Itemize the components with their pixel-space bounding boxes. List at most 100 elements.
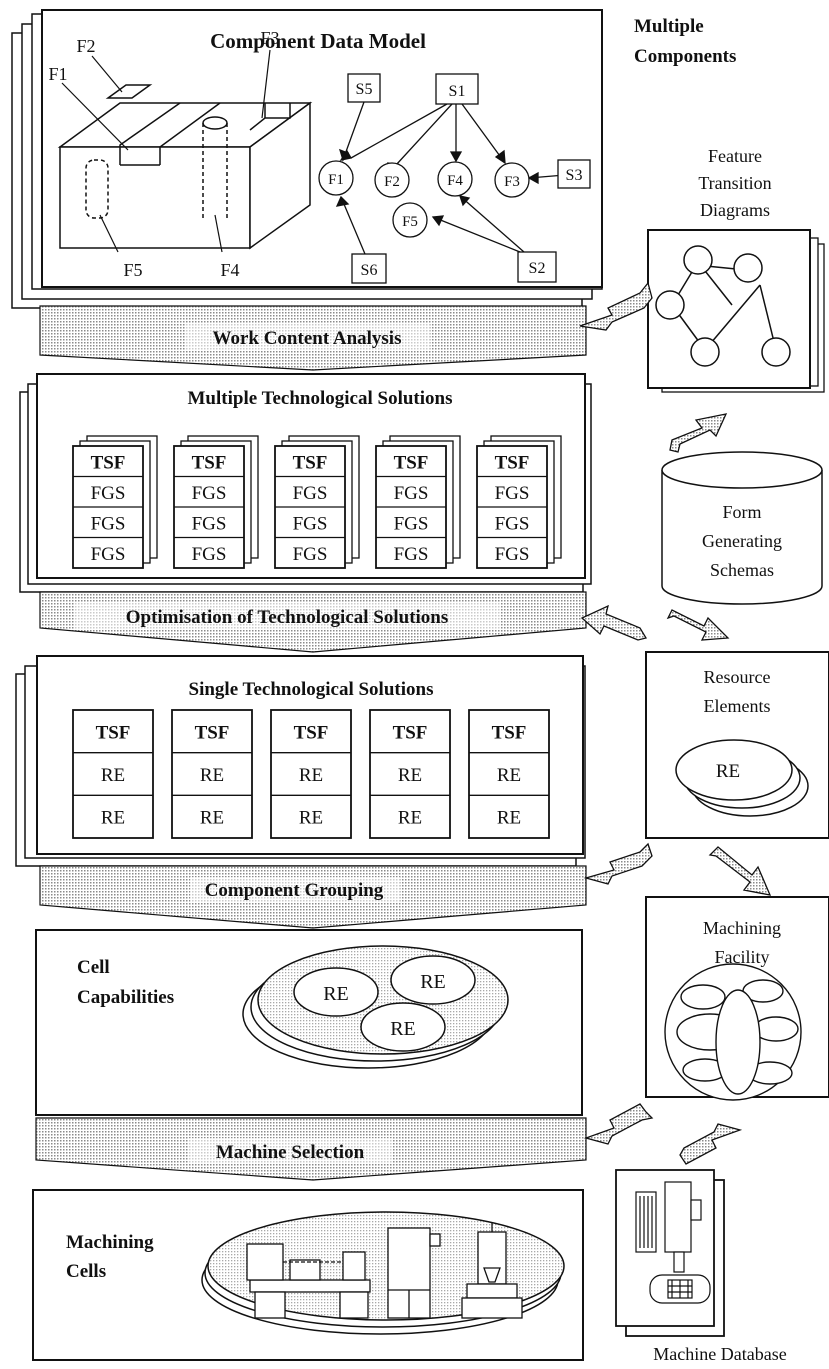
sts-row: RE xyxy=(497,808,521,829)
machining-facility-box: Machining Facility xyxy=(645,896,829,1101)
multiple-solutions-panel: Multiple Technological Solutions TSFFGSF… xyxy=(19,373,592,593)
resource-elements-line2: Elements xyxy=(704,696,771,716)
feature-transition-diagram xyxy=(647,229,825,393)
cell-re-1: RE xyxy=(323,983,349,1005)
graph-f4: F4 xyxy=(447,173,463,189)
mts-row: FGS xyxy=(293,483,328,504)
sts-head: TSF xyxy=(492,722,527,743)
mts-head: TSF xyxy=(495,452,530,473)
graph-f5: F5 xyxy=(402,214,418,230)
sts-row: RE xyxy=(299,765,323,786)
sts-row: RE xyxy=(101,808,125,829)
machining-facility-line2: Facility xyxy=(715,947,770,967)
component-data-model-panel: Component Data Model xyxy=(11,9,603,309)
feature-callouts xyxy=(61,49,271,253)
connector-arrows xyxy=(579,281,772,1165)
mts-cards: TSF FGS FGS FGS TSF FGS FGS FGS TSF FGS FGS FGS TSF F… xyxy=(72,435,562,569)
stage-machine-selection-label: Machine Selection xyxy=(216,1142,365,1163)
sts-card: TSF RE RE xyxy=(171,709,253,839)
sts-row: RE xyxy=(398,765,422,786)
single-solutions-title: Single Technological Solutions xyxy=(189,679,434,700)
sts-head: TSF xyxy=(294,722,329,743)
sts-card: TSF RE RE xyxy=(270,709,352,839)
mts-row: FGS xyxy=(394,483,429,504)
single-solutions-panel: Single Technological Solutions TSFRERETS… xyxy=(15,655,586,867)
mts-card: TSF FGS FGS FGS xyxy=(476,435,562,569)
machining-cells-panel: Machining Cells xyxy=(32,1189,584,1361)
sts-cards: TSF RE RE TSF RE RE TSF RE RE TSF RE RE TSF RE RE xyxy=(72,709,550,839)
cell-label-line1: Cell xyxy=(77,957,110,978)
stage-optimisation-label: Optimisation of Technological Solutions xyxy=(126,607,449,628)
sts-row: RE xyxy=(200,765,224,786)
resource-elements-box: Resource Elements RE xyxy=(645,651,829,839)
machine-database-icon xyxy=(615,1169,725,1337)
sts-row: RE xyxy=(101,765,125,786)
machining-facility-line1: Machining xyxy=(703,918,781,938)
mts-row: FGS xyxy=(495,483,530,504)
machining-center-icon xyxy=(387,1227,441,1319)
cell-label-line2: Capabilities xyxy=(77,987,174,1008)
graph-f3: F3 xyxy=(504,174,520,190)
mts-row: FGS xyxy=(192,483,227,504)
mts-row: FGS xyxy=(91,513,126,534)
feature-label-f2: F2 xyxy=(76,36,95,56)
schema-s3: S3 xyxy=(566,167,583,184)
schema-graph xyxy=(318,73,591,284)
mts-row: FGS xyxy=(394,544,429,565)
cell-re-3: RE xyxy=(390,1018,416,1040)
mts-row: FGS xyxy=(495,544,530,565)
sts-row: RE xyxy=(398,808,422,829)
sts-row: RE xyxy=(497,765,521,786)
mts-row: FGS xyxy=(394,513,429,534)
vertical-mill-icon xyxy=(461,1222,523,1319)
stage-arrow-machine-selection: Machine Selection xyxy=(35,1117,587,1181)
multiple-components-line2: Components xyxy=(634,46,736,67)
stage-grouping-label: Component Grouping xyxy=(205,880,384,901)
form-generating-line2: Generating xyxy=(702,531,782,551)
mts-head: TSF xyxy=(293,452,328,473)
mts-row: FGS xyxy=(91,483,126,504)
sts-card: TSF RE RE xyxy=(468,709,550,839)
stage-arrow-work-content: Work Content Analysis xyxy=(39,305,587,371)
stage-arrow-grouping: Component Grouping xyxy=(39,865,587,929)
form-generating-schemas-cylinder: Form Generating Schemas xyxy=(661,451,823,605)
cell-re-2: RE xyxy=(420,971,446,993)
sts-row: RE xyxy=(299,808,323,829)
schema-s5: S5 xyxy=(356,81,373,98)
component-block xyxy=(57,84,313,250)
cell-capabilities-panel: Cell Capabilities RE RE RE xyxy=(35,929,583,1116)
mts-row: FGS xyxy=(91,544,126,565)
graph-f1: F1 xyxy=(328,172,344,188)
multiple-components-line1: Multiple xyxy=(634,16,704,37)
mts-head: TSF xyxy=(394,452,429,473)
machine-database-label: Machine Database xyxy=(653,1344,786,1364)
mts-row: FGS xyxy=(293,544,328,565)
component-model-title: Component Data Model xyxy=(210,29,426,53)
stage-work-content-label: Work Content Analysis xyxy=(213,328,402,349)
feature-transition-line3: Diagrams xyxy=(700,200,770,220)
schema-s2: S2 xyxy=(529,260,546,277)
mts-head: TSF xyxy=(91,452,126,473)
feature-label-f4: F4 xyxy=(220,260,239,280)
resource-elements-line1: Resource xyxy=(704,667,771,687)
feature-label-f5: F5 xyxy=(123,260,142,280)
lathe-machine-icon xyxy=(246,1243,371,1319)
sts-head: TSF xyxy=(195,722,230,743)
sts-card: TSF RE RE xyxy=(369,709,451,839)
sts-head: TSF xyxy=(96,722,131,743)
form-generating-line1: Form xyxy=(722,502,761,522)
mts-head: TSF xyxy=(192,452,227,473)
sts-row: RE xyxy=(200,808,224,829)
schema-s6: S6 xyxy=(361,262,378,279)
feature-label-f3: F3 xyxy=(260,28,279,48)
mts-row: FGS xyxy=(495,513,530,534)
sts-head: TSF xyxy=(393,722,428,743)
form-generating-line3: Schemas xyxy=(710,560,774,580)
feature-transition-line1: Feature xyxy=(708,146,762,166)
sts-card: TSF RE RE xyxy=(72,709,154,839)
resource-re-label: RE xyxy=(716,761,740,782)
schema-s1: S1 xyxy=(449,83,466,100)
